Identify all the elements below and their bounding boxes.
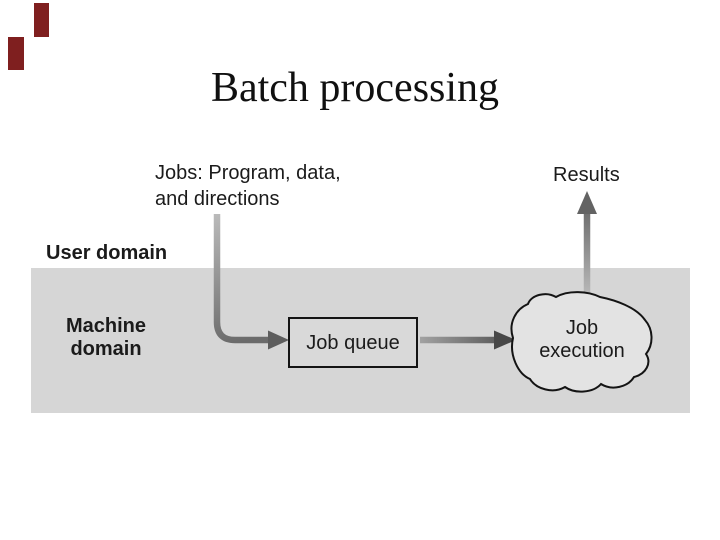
corner-decor-rect-bottom xyxy=(8,37,24,70)
corner-decor-rect-top xyxy=(34,3,49,37)
job-execution-label: Job execution xyxy=(539,317,625,362)
jobs-elbow-arrow xyxy=(213,214,270,344)
job-queue-box: Job queue xyxy=(288,317,418,368)
slide-title: Batch processing xyxy=(210,65,500,111)
queue-arrowhead-icon xyxy=(494,330,516,350)
job-queue-label: Job queue xyxy=(306,331,400,354)
jobs-arrowhead-icon xyxy=(268,330,289,350)
machine-domain-label: Machine domain xyxy=(65,315,147,360)
results-label: Results xyxy=(553,164,620,186)
user-domain-label: User domain xyxy=(46,242,168,264)
results-arrowhead-icon xyxy=(577,191,597,214)
job-execution-blob xyxy=(510,291,653,393)
jobs-label: Jobs: Program, data, and directions xyxy=(155,162,341,210)
